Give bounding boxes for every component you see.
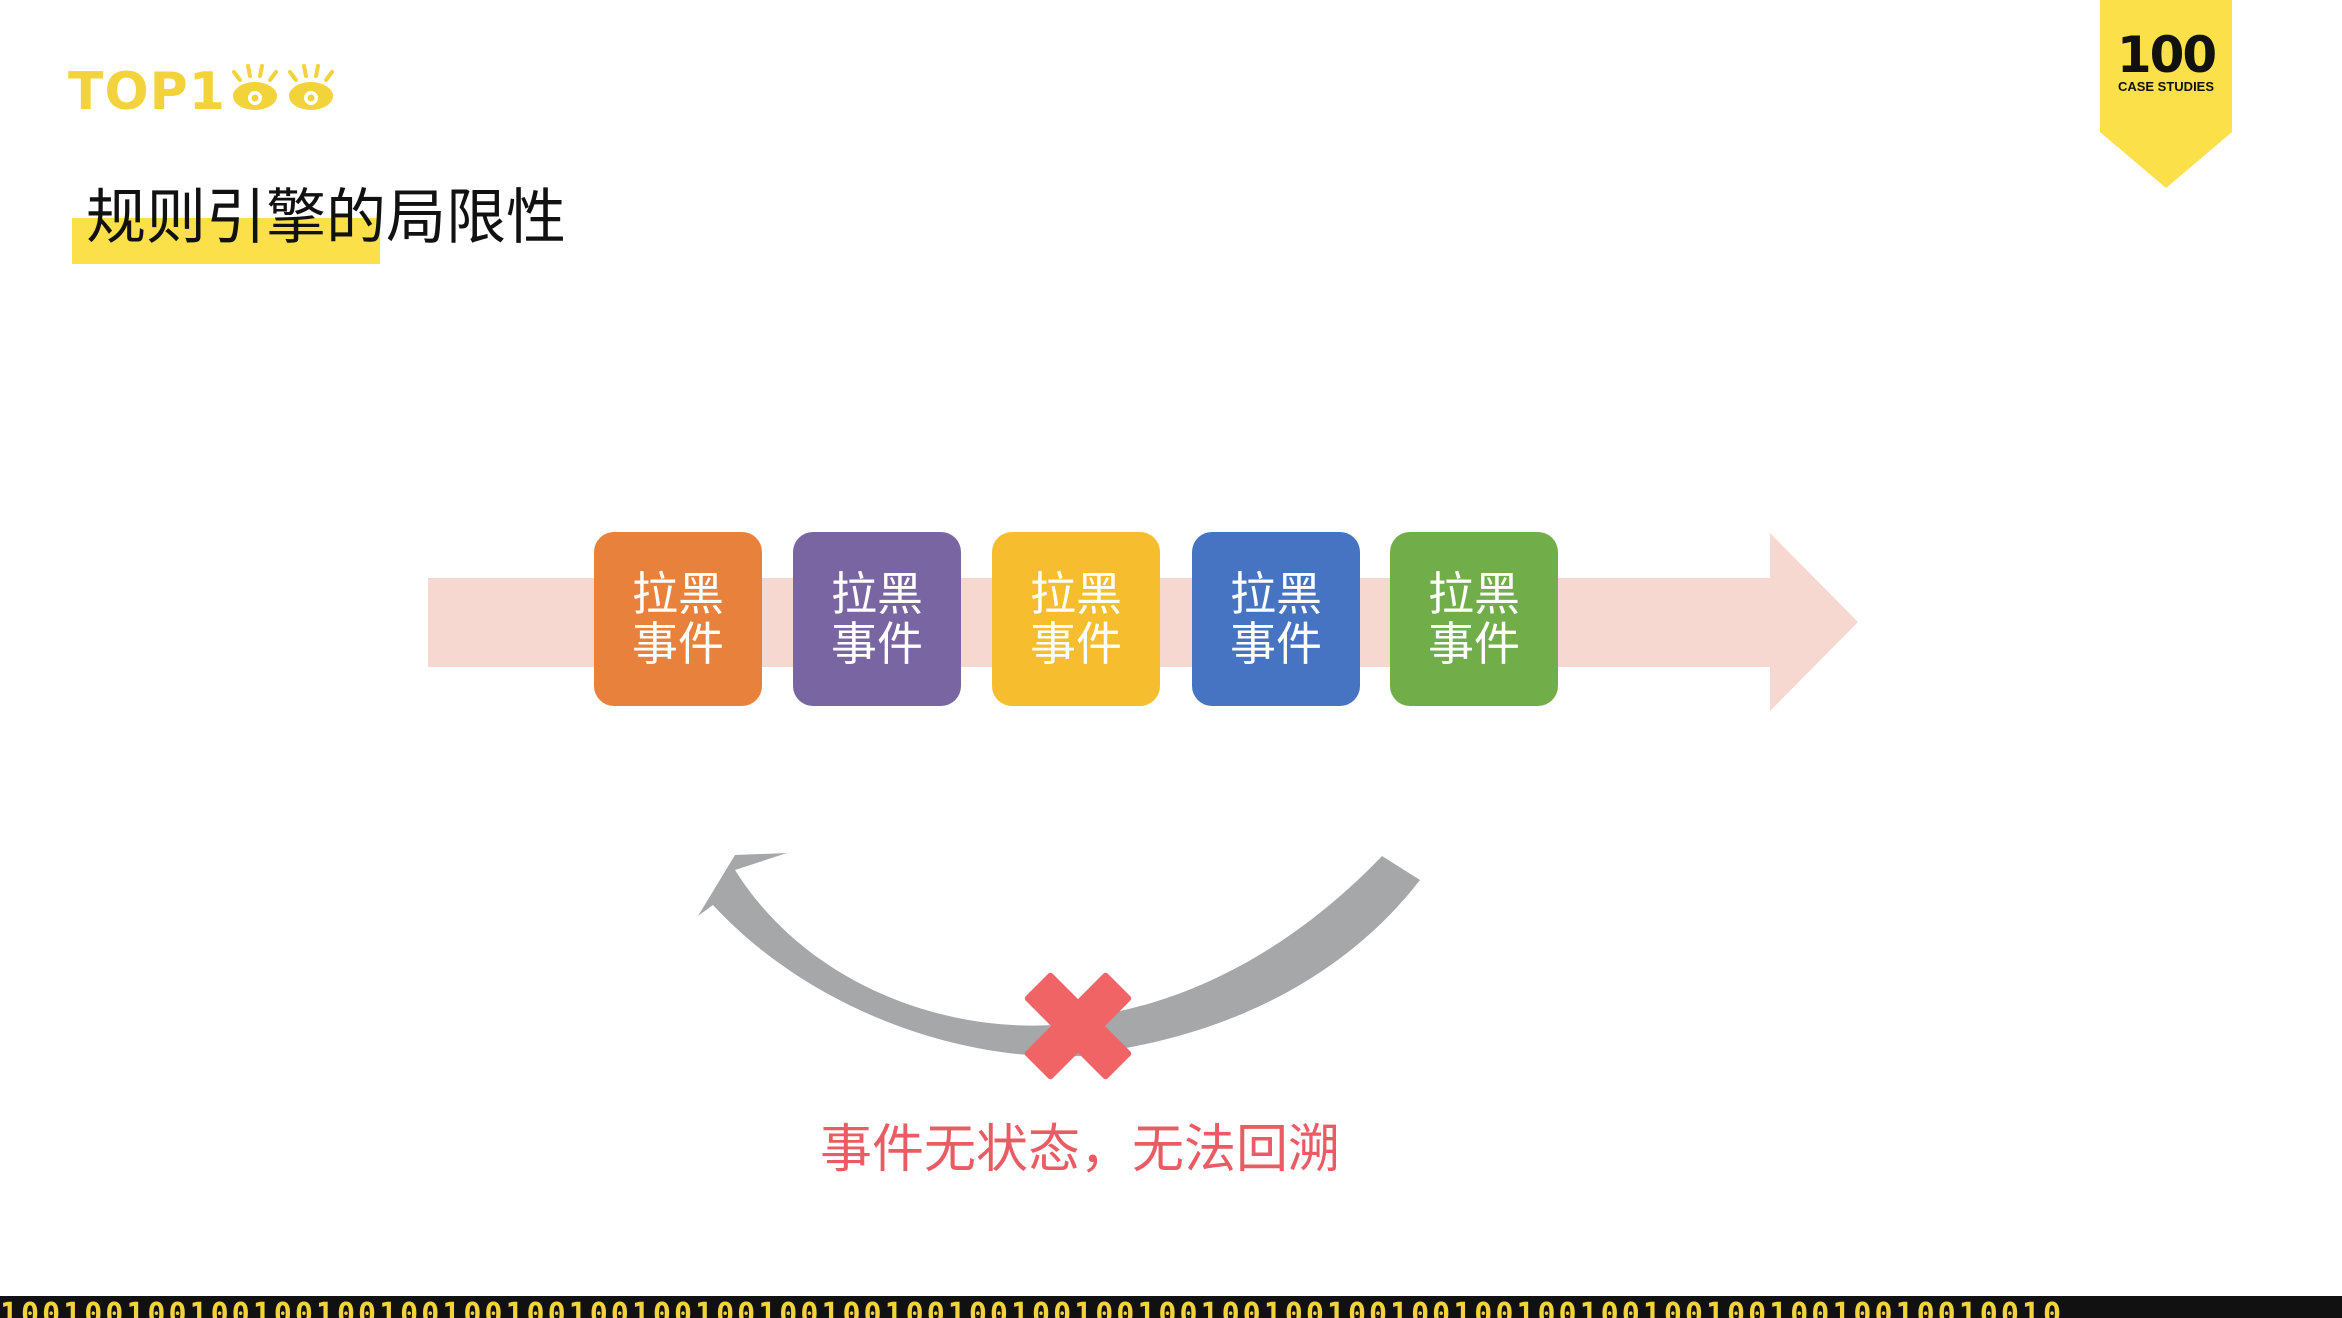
title-highlight-bar xyxy=(72,218,380,264)
event-box-1: 拉黑事件 xyxy=(594,532,762,706)
badge-ribbon-shape xyxy=(2100,0,2232,188)
event-label: 拉黑事件 xyxy=(831,567,923,671)
event-box-3: 拉黑事件 xyxy=(992,532,1160,706)
event-box-2: 拉黑事件 xyxy=(793,532,961,706)
badge-number: 100 xyxy=(2116,26,2217,84)
event-box-5: 拉黑事件 xyxy=(1390,532,1558,706)
event-label: 拉黑事件 xyxy=(632,567,724,671)
badge-subtitle: CASE STUDIES xyxy=(2117,79,2215,94)
top100-logo: TOP1 xyxy=(68,62,348,122)
return-arrow xyxy=(698,853,1420,1057)
event-label: 拉黑事件 xyxy=(1428,567,1520,671)
eyes-icon xyxy=(231,64,334,110)
binary-footer-strip: 1001001001001001001001001001001001001001… xyxy=(0,1296,2342,1318)
logo-text: TOP1 xyxy=(68,62,226,122)
event-box-4: 拉黑事件 xyxy=(1192,532,1360,706)
event-label: 拉黑事件 xyxy=(1030,567,1122,671)
event-label: 拉黑事件 xyxy=(1230,567,1322,671)
x-mark-icon xyxy=(1024,972,1132,1080)
binary-strip-text: 1001001001001001001001001001001001001001… xyxy=(0,1297,2065,1318)
diagram-caption: 事件无状态，无法回溯 xyxy=(819,1120,1340,1180)
case-studies-badge: 100 CASE STUDIES xyxy=(2100,0,2232,188)
page-title: 规则引擎的局限性 xyxy=(86,183,566,253)
